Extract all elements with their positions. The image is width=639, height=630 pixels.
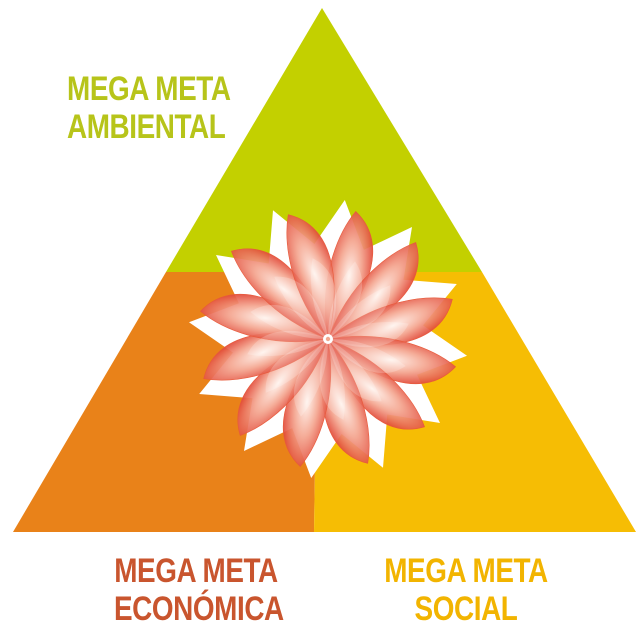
- flower-inner-swirl: [319, 339, 346, 420]
- social-label-line1: MEGA META: [384, 552, 548, 590]
- economic-label-line2: ECONÓMICA: [114, 590, 284, 628]
- flower-inner-swirl: [328, 339, 382, 402]
- flower-spiral-icon: [189, 200, 467, 478]
- economic-label-line1: MEGA META: [114, 552, 278, 590]
- social-goal-label: MEGA META SOCIAL: [384, 552, 548, 628]
- flower-inner-swirl: [327, 261, 363, 339]
- flower-inner-swirl: [247, 330, 328, 357]
- flower-inner-swirl: [250, 304, 328, 340]
- flower-inner-swirl: [293, 339, 329, 417]
- environmental-region: [166, 8, 482, 272]
- environmental-label-line1: MEGA META: [67, 70, 231, 108]
- flower-inner-swirl: [328, 285, 391, 339]
- environmental-goal-label: MEGA META AMBIENTAL: [67, 70, 231, 146]
- economic-goal-label: MEGA META ECONÓMICA: [114, 552, 284, 628]
- environmental-label-line2: AMBIENTAL: [67, 108, 226, 146]
- flower-inner-swirl: [328, 338, 406, 374]
- social-label-line2: SOCIAL: [414, 590, 518, 628]
- flower-inner-swirl: [328, 321, 409, 348]
- flower-inner-swirl: [310, 258, 337, 339]
- flower-inner-swirl: [265, 339, 328, 393]
- flower-petal: [286, 214, 335, 340]
- flower-inner-swirl: [274, 276, 328, 339]
